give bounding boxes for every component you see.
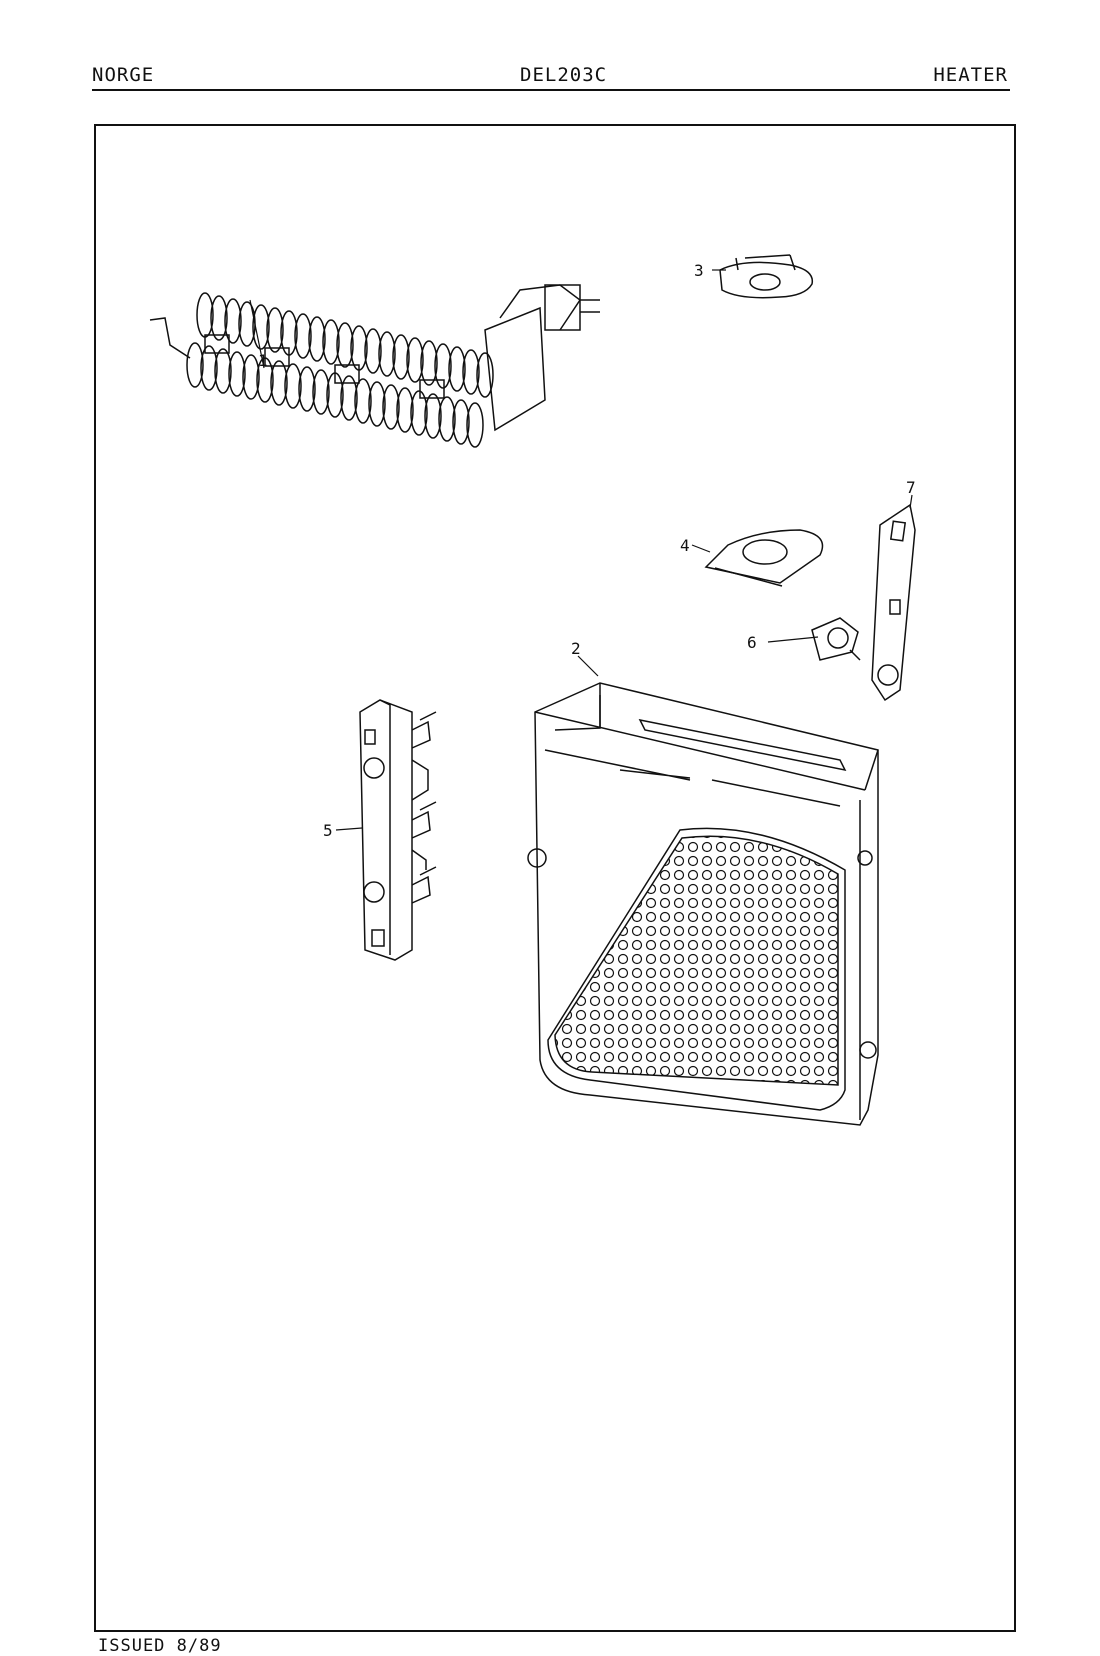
callout-2: 2 bbox=[571, 639, 581, 658]
issued-label: ISSUED 8/89 bbox=[98, 1636, 222, 1656]
header-rule bbox=[92, 89, 1010, 91]
brand-label: NORGE bbox=[92, 64, 155, 86]
callout-3: 3 bbox=[694, 261, 704, 280]
heater-housing-icon bbox=[527, 682, 879, 1126]
callout-6: 6 bbox=[747, 633, 757, 652]
thermostat-icon bbox=[719, 254, 814, 299]
callout-1: 1 bbox=[258, 351, 268, 370]
terminal-block-icon bbox=[359, 699, 437, 961]
heater-coil-icon bbox=[149, 284, 600, 448]
callout-5: 5 bbox=[323, 821, 333, 840]
parts-diagram: 1 3 4 7 6 bbox=[149, 254, 916, 1126]
callout-7: 7 bbox=[906, 478, 916, 497]
section-label: HEATER bbox=[933, 64, 1008, 86]
gasket-icon bbox=[704, 529, 824, 587]
thermal-fuse-icon bbox=[811, 617, 861, 661]
bracket-icon bbox=[871, 503, 916, 702]
model-label: DEL203C bbox=[520, 64, 608, 86]
callout-4: 4 bbox=[680, 536, 690, 555]
